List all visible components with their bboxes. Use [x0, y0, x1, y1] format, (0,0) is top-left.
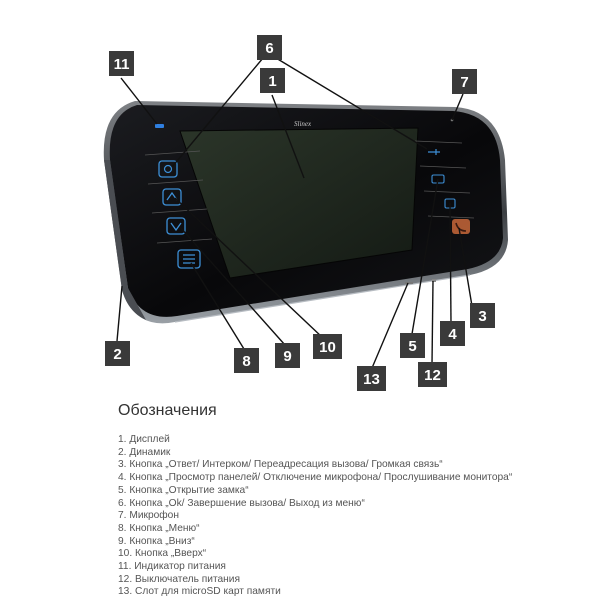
callout-6: 6	[257, 35, 282, 60]
svg-text:5: 5	[408, 338, 416, 355]
svg-text:11: 11	[114, 56, 130, 73]
unlock-button[interactable]	[428, 149, 440, 155]
legend-item: 1. Дисплей	[118, 434, 170, 445]
leader-10	[174, 197, 324, 339]
leader-5	[411, 178, 439, 335]
svg-text:4: 4	[448, 326, 457, 343]
leader-3	[458, 227, 473, 307]
leader-4	[449, 202, 452, 324]
legend-item: 13. Слот для microSD карт памяти	[118, 586, 281, 598]
legend-list: 1. Дисплей 2. Динамик 3. Кнопка „Ответ/ …	[118, 434, 588, 599]
callout-11: 11	[109, 51, 134, 76]
legend-item: 7. Микрофон	[118, 510, 179, 522]
answer-call-button[interactable]	[452, 219, 470, 234]
power-switch[interactable]	[432, 279, 436, 282]
svg-text:10: 10	[319, 339, 336, 356]
leader-8	[190, 262, 245, 350]
legend-item: 5. Кнопка „Открытие замка“	[118, 484, 249, 496]
svg-text:2: 2	[113, 346, 121, 363]
svg-text:12: 12	[424, 367, 441, 384]
brand-logo: Slinex	[294, 120, 312, 128]
ok-end-call-button[interactable]	[158, 160, 178, 178]
device-left-edge	[104, 160, 146, 320]
left-button-column	[144, 150, 213, 269]
legend-item: 3. Кнопка „Ответ/ Интерком/ Переадресаци…	[118, 459, 443, 471]
legend-item: 6. Кнопка „Ok/ Завершение вызова/ Выход …	[118, 497, 365, 509]
menu-icon	[183, 254, 195, 264]
callout-10: 10	[313, 334, 342, 359]
callout-2: 2	[105, 341, 130, 366]
microsd-slot	[405, 282, 413, 284]
leader-7	[451, 93, 464, 121]
leader-lines	[116, 57, 473, 369]
down-button[interactable]	[166, 217, 186, 235]
svg-text:13: 13	[363, 371, 380, 388]
callout-7: 7	[452, 69, 477, 94]
power-led	[155, 124, 164, 128]
legend-item: 12. Выключатель питания	[118, 573, 241, 585]
svg-text:3: 3	[478, 308, 486, 325]
legend-item: 4. Кнопка „Просмотр панелей/ Отключение …	[118, 472, 513, 484]
legend-title: Обозначения	[118, 402, 217, 419]
callout-5: 5	[400, 333, 425, 358]
legend-item: 10. Кнопка „Вверх“	[118, 548, 207, 560]
callout-12: 12	[418, 362, 447, 387]
leader-1	[271, 94, 305, 179]
callout-1: 1	[260, 68, 285, 93]
legend: Обозначения 1. Дисплей 2. Динамик 3. Кно…	[118, 402, 588, 599]
callout-3: 3	[470, 303, 495, 328]
legend-item: 9. Кнопка „Вниз“	[118, 535, 195, 547]
leader-2	[116, 285, 123, 342]
svg-text:1: 1	[268, 73, 276, 90]
callout-4: 4	[440, 321, 465, 346]
leader-9	[179, 226, 286, 346]
svg-text:7: 7	[460, 74, 468, 91]
leader-13	[371, 282, 409, 369]
monitor-device: Slinex	[103, 101, 508, 324]
legend-item: 11. Индикатор питания	[118, 561, 226, 573]
leader-6a	[171, 57, 264, 168]
leader-12	[431, 280, 434, 365]
arrow-down-icon	[170, 222, 182, 232]
svg-text:9: 9	[283, 348, 291, 365]
key-icon	[428, 149, 440, 155]
leader-6b	[275, 57, 428, 150]
callout-9: 9	[275, 343, 300, 368]
callout-8: 8	[234, 348, 259, 373]
display-screen	[179, 127, 419, 279]
leader-11	[120, 77, 158, 125]
monitor-diagram: Slinex	[103, 35, 508, 391]
legend-item: 8. Кнопка „Меню“	[118, 522, 200, 534]
ok-icon	[163, 164, 173, 174]
svg-text:6: 6	[265, 40, 273, 57]
callout-13: 13	[357, 366, 386, 391]
menu-button[interactable]	[177, 249, 201, 269]
legend-item: 2. Динамик	[118, 446, 171, 458]
svg-text:8: 8	[242, 353, 250, 370]
